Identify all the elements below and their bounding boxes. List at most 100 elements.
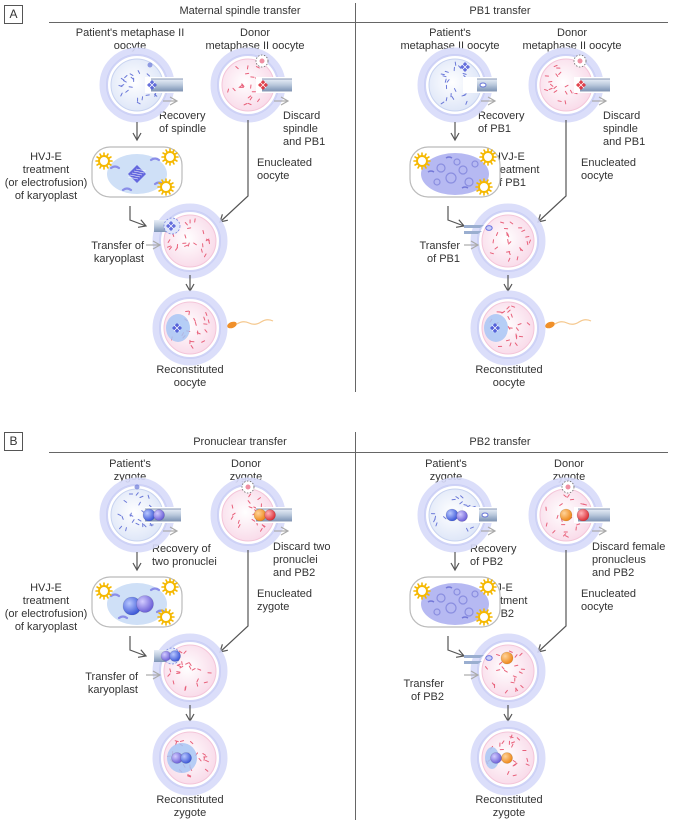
cytoplasm-speckle [511,305,516,308]
cytoplasm-speckle [508,241,512,245]
cytoplasm-speckle [549,83,554,87]
cytoplasm-speckle [507,325,511,330]
cytoplasm-speckle [514,664,519,667]
cytoplasm-speckle [563,533,567,537]
cytoplasm-speckle [190,345,194,349]
cytoplasm-speckle [141,96,144,101]
cytoplasm-speckle [138,501,141,506]
pb2-transfer-title: PB2 transfer [469,436,531,448]
cytoplasm-speckle [243,103,248,106]
virus-envelope [160,181,172,193]
female-pronucleus [456,510,468,522]
cytoplasm-speckle [509,342,512,347]
polar-body-core [134,484,140,490]
vesicle [464,607,474,617]
cytoplasm-speckle [516,737,521,741]
membrane-fragment [461,186,469,189]
cytoplasm-speckle [510,681,515,684]
cytoplasm-speckle [553,85,557,89]
cytoplasm-speckle [135,492,139,496]
pb2-enucleated-arrow [537,550,567,653]
cytoplasm-speckle [556,514,559,519]
cytoplasm-speckle [247,95,252,99]
cytoplasm-speckle [232,87,236,92]
cytoplasm-speckle [261,524,265,528]
cytoplasm-speckle [515,327,519,331]
cytoplasm-speckle [175,247,178,251]
cytoplasm-speckle [248,506,253,509]
cytoplasm-speckle [179,665,184,669]
cytoplasm-speckle [507,770,510,775]
cytoplasm-speckle [247,102,252,106]
cytoplasm-speckle [184,222,188,226]
cytoplasm-speckle [580,503,585,505]
pnt-enucleated-arrow [219,550,249,653]
spindle-icon [147,80,157,90]
cytoplasm-speckle [491,682,495,686]
cytoplasm-speckle [249,96,253,101]
cytoplasm-speckle [510,313,513,318]
cytoplasm-speckle [470,526,474,529]
polar-body [561,480,575,494]
hvj-e-virus-icon [475,608,493,626]
cytoplasm-speckle [125,89,129,93]
cytoplasm-speckle [168,246,173,250]
cytoplasm-speckle [503,669,508,673]
cytoplasm-speckle [498,661,503,665]
cytoplasm-speckle [196,678,199,683]
cytoplasm-speckle [203,681,208,684]
cytoplasm-speckle [495,232,499,236]
polar-body [481,512,489,518]
polar-body [255,54,269,68]
cytoplasm-speckle [137,70,141,74]
cytoplasm [481,644,535,698]
cytoplasm-speckle [247,500,251,504]
cytoplasm-speckle [120,92,123,97]
spindle-fiber [129,174,141,178]
discard-pipette [580,78,610,92]
zona-inner-ring [159,727,221,789]
vesicle [445,602,457,614]
cytoplasm-speckle [167,673,171,677]
cytoplasm-speckle [203,253,207,258]
cytoplasm-speckle [512,774,517,777]
cytoplasm-speckle [558,71,562,76]
virus-envelope [482,581,494,593]
pb2-to-transfer-arrow [447,636,466,658]
cytoplasm-speckle [548,80,553,83]
cytoplasm-speckle [466,504,471,508]
cytoplasm-speckle [553,64,558,68]
cytoplasm-speckle [466,527,469,532]
membrane-fragment [109,165,121,170]
pb1-patient-cell [417,47,503,123]
cytoplasm-speckle [188,662,192,667]
cytoplasm-speckle [484,666,488,670]
cytoplasm-speckle [202,753,207,756]
cytoplasm-speckle [462,72,467,75]
vesicle [436,593,446,603]
cytoplasm-speckle [501,740,505,745]
cytoplasm-speckle [136,101,141,105]
spindle-icon [172,323,182,333]
polar-body [485,655,493,661]
panel-a-letter: A [4,5,23,24]
cytoplasm-speckle [433,518,436,523]
hvj-e-virus-icon [157,608,175,626]
vesicle [453,588,461,596]
vesicle [471,160,479,168]
polar-body [134,484,140,490]
pipette-body [580,79,610,91]
cytoplasm-speckle [508,257,511,262]
pnt-transfer-cell [152,633,228,709]
pipette-body [477,79,497,91]
cytoplasm-speckle [193,242,197,246]
cytoplasm-speckle [564,90,568,95]
zona-pellucida [152,720,228,796]
virus-envelope [478,611,490,623]
